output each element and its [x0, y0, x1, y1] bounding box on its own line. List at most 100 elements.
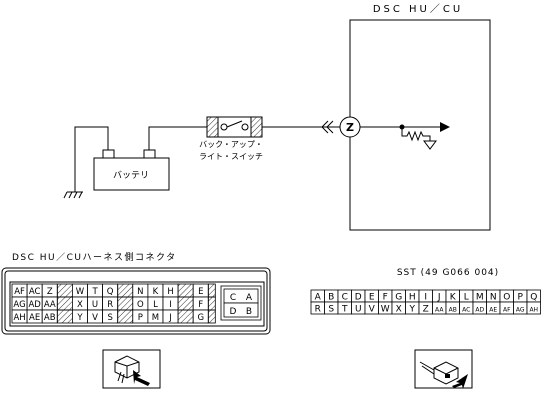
connector-blank-cell [117, 296, 134, 311]
connector-blank-cell [207, 283, 216, 298]
sst-pin-label: B [328, 293, 334, 303]
connector-title: DSC HU／CUハーネス側コネクタ [12, 251, 177, 263]
sst-pin-label: AG [516, 307, 525, 314]
sst-pin-label: U [355, 305, 362, 315]
connector-blank-cell [177, 283, 194, 298]
connector-pin-label: Y [76, 313, 83, 323]
connector-pin-label: AA [44, 300, 56, 310]
harness-connector [1, 267, 271, 335]
sst-pin-label: M [476, 293, 484, 303]
battery [93, 149, 170, 191]
sst-pin-label: K [450, 293, 457, 303]
connector-side-pin-label: C [230, 293, 236, 303]
connector-side-block [220, 285, 262, 321]
sst-pin-label: T [341, 305, 348, 315]
connector-view-icon-left [102, 349, 161, 389]
sst-pin-label: AA [435, 307, 444, 314]
ecu-title: DSC HU／CU [373, 3, 463, 15]
connector-pin-label: Q [107, 287, 114, 297]
connector-pin-label: M [152, 313, 159, 323]
sst-pin-label: G [395, 293, 402, 303]
connector-blank-cell [56, 296, 73, 311]
backup-light-switch [206, 116, 263, 138]
connector-pin-label: H [167, 287, 173, 297]
connector-blank-cell [117, 283, 134, 298]
connector-pin-label: R [107, 300, 113, 310]
connector-pin-label: AC [29, 287, 41, 297]
connector-pin-label: V [92, 313, 98, 323]
connector-blank-cell [177, 309, 194, 324]
signal-wire [262, 120, 340, 134]
connector-blank-cell [177, 296, 194, 311]
ecu-terminal-label: Z [346, 121, 354, 134]
connector-pin-label: S [107, 313, 112, 323]
connector-pin-label: AE [29, 313, 40, 323]
connector-pin-label: AH [13, 313, 25, 323]
connector-pin-label: T [91, 287, 98, 297]
sst-pin-label: L [464, 293, 469, 303]
sst-title: SST (49 G066 004) [397, 268, 499, 278]
sst-pin-label: C [342, 293, 348, 303]
switch-label-line1: バック・アップ・ [199, 140, 263, 149]
ground-wire [63, 126, 109, 199]
battery-label: バッテリ [113, 170, 149, 181]
connector-pin-label: N [137, 287, 143, 297]
battery-wire [148, 126, 207, 150]
sst-pin-label: I [424, 293, 427, 303]
sst-pin-label: N [490, 293, 497, 303]
connector-view-icon-right [414, 349, 473, 389]
connector-pin-label: X [77, 300, 83, 310]
sst-cell [526, 301, 541, 315]
connector-blank-cell [207, 296, 216, 311]
sst-pin-label: E [369, 293, 375, 303]
connector-blank-cell [56, 283, 73, 298]
sst-pin-label: A [315, 293, 322, 303]
ecu-internal-circuit [360, 126, 440, 150]
connector-pin-label: E [198, 287, 203, 297]
sst-pin-label: Q [530, 293, 537, 303]
connector-pin-label: AD [28, 300, 41, 310]
connector-pin-label: AG [13, 300, 25, 310]
sst-pin-label: AC [462, 307, 470, 314]
sst-pin-label: D [355, 293, 362, 303]
sst-pin-label: S [328, 305, 334, 315]
sst-pin-label: P [518, 293, 524, 303]
sst-pin-label: Y [409, 305, 416, 315]
connector-pin-label: K [153, 287, 159, 297]
ecu-internal-node [399, 124, 405, 130]
connector-blank-cell [56, 309, 73, 324]
sst-pin-label: X [396, 305, 402, 315]
ecu-internal-arrow [440, 122, 450, 132]
sst-pin-label: J [437, 293, 441, 303]
connector-pin-label: W [76, 287, 85, 297]
ecu-box [349, 19, 491, 231]
sst-pin-label: H [409, 293, 416, 303]
sst-pin-label: AB [449, 307, 457, 314]
connector-side-pin-label: B [246, 307, 252, 317]
connector-pin-label: J [168, 313, 172, 323]
connector-pin-label: I [169, 300, 172, 310]
sst-pin-label: F [383, 293, 388, 303]
connector-pin-label: L [153, 300, 158, 310]
connector-pin-label: O [137, 300, 144, 310]
connector-pin-label: AF [14, 287, 25, 297]
sst-pin-label: AE [489, 307, 497, 314]
connector-side-pin-label: D [230, 307, 237, 317]
sst-pin-label: W [381, 305, 390, 315]
connector-pin-label: U [92, 300, 98, 310]
switch-label-line2: ライト・スイッチ [199, 152, 263, 161]
sst-pin-label: O [503, 293, 510, 303]
connector-side-pin-label: A [246, 293, 253, 303]
connector-pin-label: Z [47, 287, 53, 297]
sst-pin-label: Z [423, 305, 429, 315]
sst-pin-label: V [369, 305, 376, 315]
sst-pin-label: AF [503, 307, 511, 314]
sst-pin-label: AD [475, 307, 484, 314]
connector-pin-label: G [197, 313, 204, 323]
connector-pin-label: P [138, 313, 143, 323]
connector-blank-cell [117, 309, 134, 324]
connector-pin-label: AB [44, 313, 56, 323]
